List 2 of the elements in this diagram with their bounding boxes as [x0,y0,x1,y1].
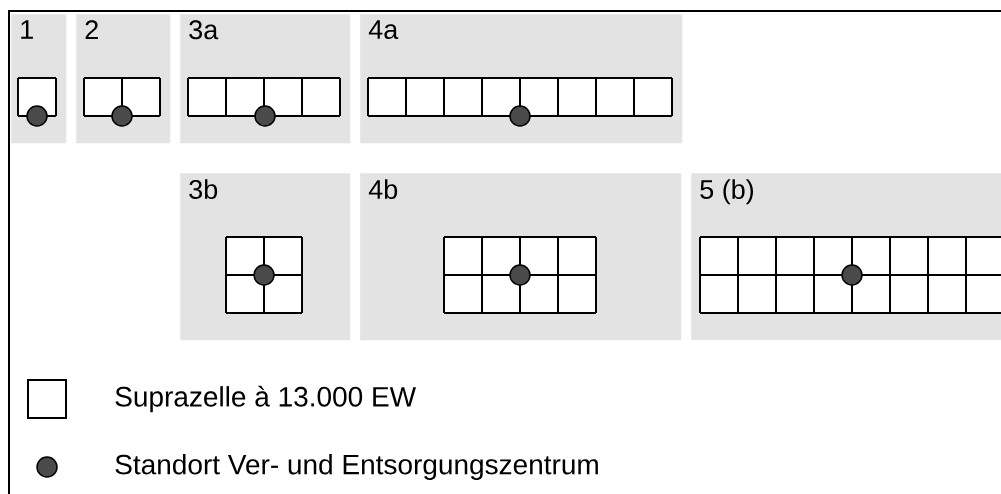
legend-text: Suprazelle à 13.000 EW [115,385,416,413]
legend-text: Standort Ver- und Entsorgungszentrum [115,453,598,481]
